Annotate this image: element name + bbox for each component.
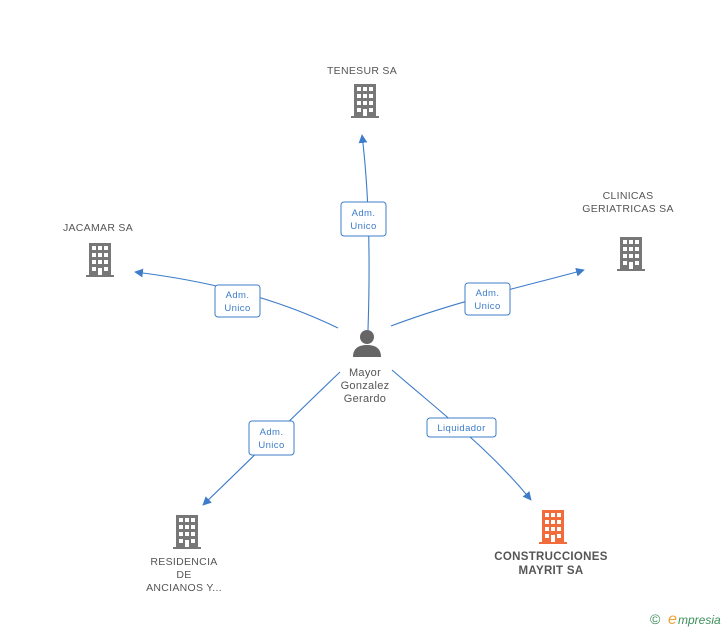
edge-role-label: Adm. [352,208,376,219]
building-icon [86,243,114,277]
company-node-construcciones[interactable]: CONSTRUCCIONES MAYRIT SA [494,510,607,577]
edge-role-box [340,201,387,237]
person-icon [353,330,381,357]
edge-role-label: Adm. [260,427,284,438]
edge-role-box [214,284,261,318]
company-name-line: ANCIANOS Y... [146,582,222,594]
edge-role-box [426,417,497,438]
company-name-line: CLINICAS [603,190,654,202]
brand-name: mpresia [678,613,721,627]
copyright-symbol: © [650,611,661,627]
company-name-line: CONSTRUCCIONES [494,551,607,563]
edge-role-label: Unico [258,440,284,451]
person-name-line: Gerardo [344,393,386,405]
building-icon [617,237,645,271]
person-name-line: Mayor [349,367,381,379]
company-name-line: MAYRIT SA [519,565,584,577]
edge-role-label: Adm. [476,288,500,299]
building-icon [173,515,201,549]
edges-layer: Adm.UnicoAdm.UnicoAdm.UnicoAdm.UnicoLiqu… [134,134,585,506]
company-node-jacamar[interactable]: JACAMAR SA [63,222,133,277]
edge-residencia: Adm. Unico [202,371,341,506]
edge-clinicas: Adm. Unico [390,267,585,327]
company-name-line: RESIDENCIA [150,556,217,568]
company-node-tenesur[interactable]: TENESUR SA [327,65,397,118]
edge-role-badge[interactable]: Adm. Unico [248,420,295,456]
building-icon [351,84,379,118]
edge-role-box [464,282,511,316]
edge-role-label: Liquidador [437,423,485,434]
edge-role-badge[interactable]: Adm. Unico [214,284,261,318]
person-name-line: Gonzalez [341,380,390,392]
edge-tenesur: Adm. Unico [340,134,387,331]
edge-role-label: Unico [350,221,376,232]
edge-construcciones: Liquidador [391,369,532,501]
company-name-line: DE [176,569,191,581]
edge-role-badge[interactable]: Liquidador [426,417,497,438]
building-icon [539,510,567,544]
company-name-line: JACAMAR SA [63,222,133,234]
company-name-line: GERIATRICAS SA [582,203,674,215]
edge-role-label: Adm. [226,290,250,301]
edge-role-box [248,420,295,456]
company-name-line: TENESUR SA [327,65,397,77]
edge-role-badge[interactable]: Adm. Unico [340,201,387,237]
edge-role-label: Unico [224,303,250,314]
edge-role-label: Unico [474,301,500,312]
edge-jacamar: Adm. Unico [134,268,339,329]
brand-initial: e [668,611,677,628]
edge-role-badge[interactable]: Adm. Unico [464,282,511,316]
footer-brand: © e mpresia [650,611,721,628]
